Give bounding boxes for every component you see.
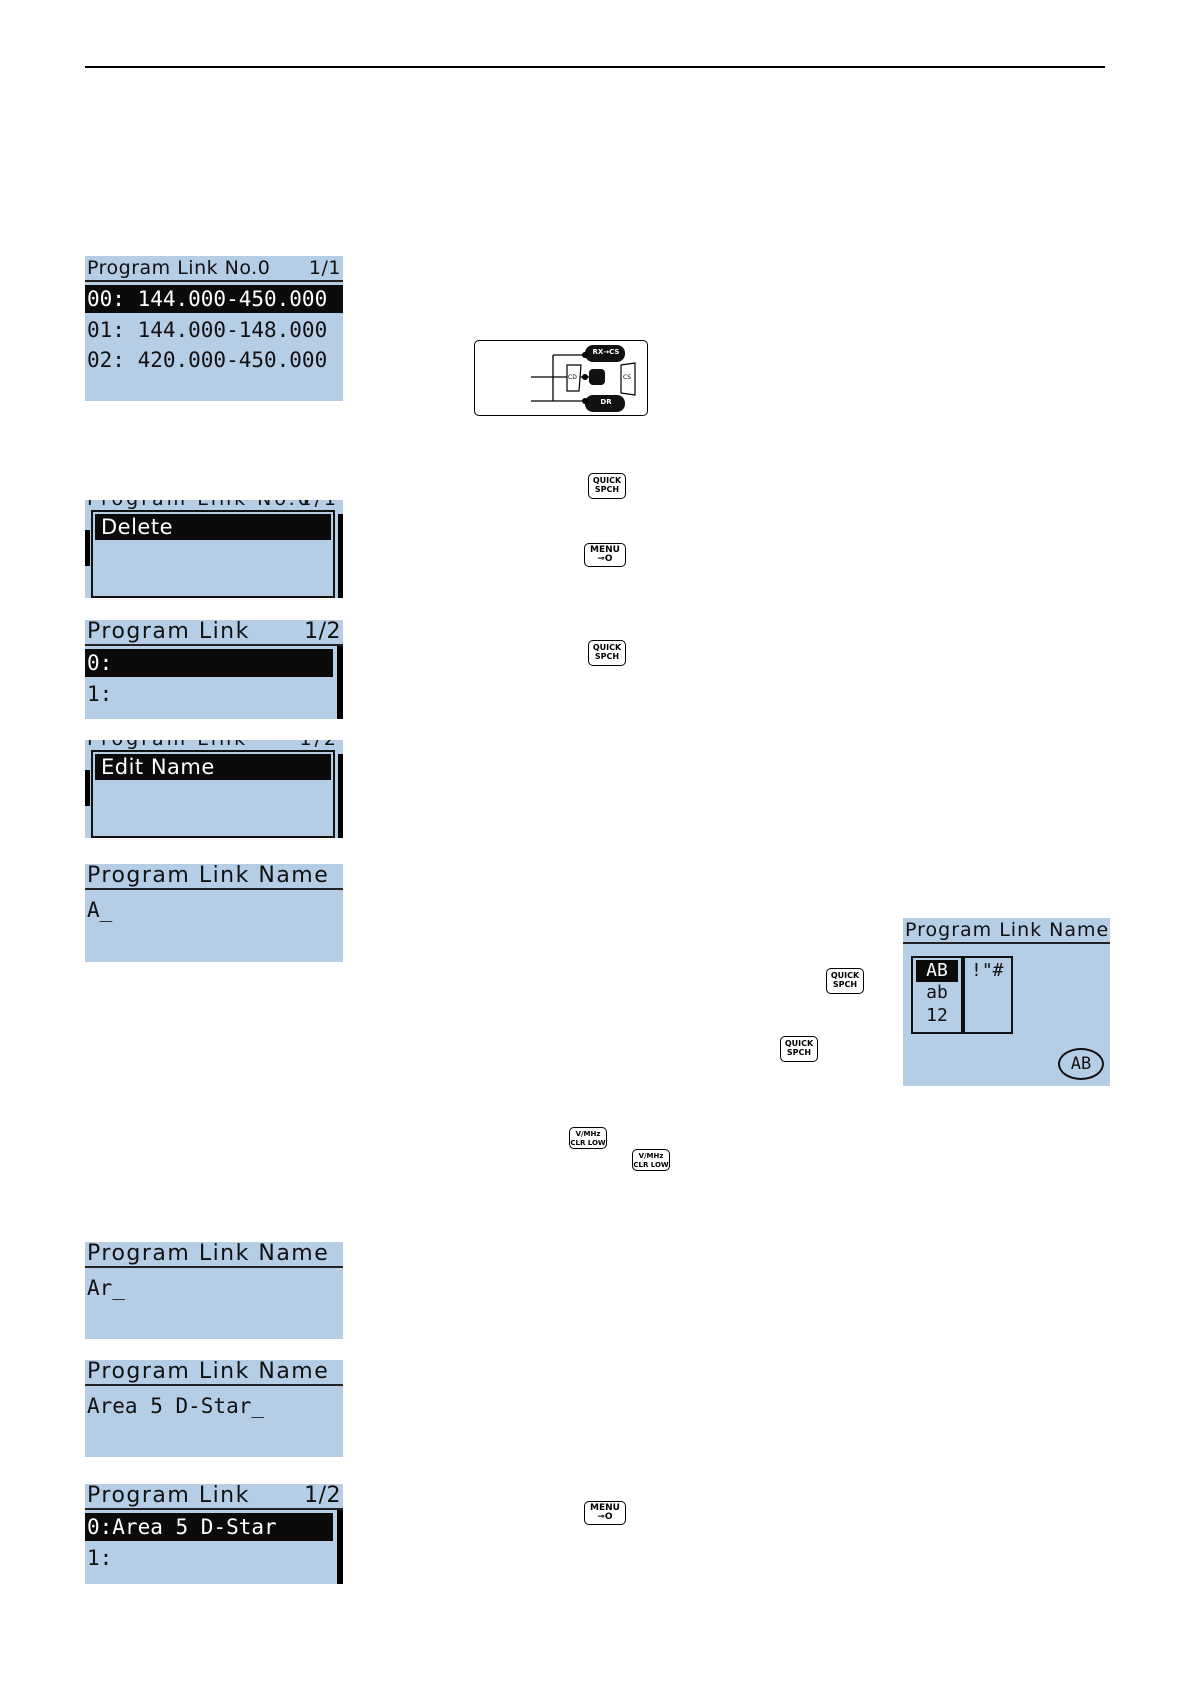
screen-title: Program Link Name <box>87 1242 330 1266</box>
text-cursor: _ <box>251 1394 265 1418</box>
list-item[interactable]: 00: 144.000-450.000 <box>85 285 343 313</box>
scrollbar[interactable] <box>337 646 343 719</box>
screen-title: Program Link Name <box>87 1360 330 1384</box>
lcd-name-entry-full: Program Link Name Area 5 D-Star_ <box>85 1360 343 1457</box>
lcd-name-entry-a: Program Link Name A_ <box>85 864 343 962</box>
list-item[interactable]: 0:Area 5 D-Star <box>85 1513 333 1541</box>
picker-option-lowercase[interactable]: ab <box>926 982 948 1003</box>
page-indicator: 1/1 <box>308 257 341 279</box>
popup-menu: Delete <box>91 510 335 598</box>
picker-option-symbols[interactable]: !"# <box>971 960 1004 981</box>
menu-item-edit-name[interactable]: Edit Name <box>95 754 331 780</box>
lcd-program-link: Program Link 1/2 0: 1: <box>85 620 343 719</box>
list-item[interactable]: 0: <box>85 649 333 677</box>
screen-title: Program Link Name <box>87 864 330 888</box>
scrollbar[interactable] <box>337 1510 343 1584</box>
lcd-header: Program Link Name <box>85 864 343 890</box>
joystick-left-label[interactable]: CD <box>568 374 577 381</box>
joystick-right-label[interactable]: CS <box>623 374 631 381</box>
list-item[interactable]: 1: <box>87 682 113 706</box>
screen-title: Program Link <box>87 1484 250 1508</box>
header-rule <box>85 66 1105 68</box>
joystick-svg <box>531 345 636 412</box>
scrollbar <box>338 514 343 598</box>
text-cursor: _ <box>99 898 113 922</box>
menu-key[interactable]: MENU⊸O <box>584 1501 626 1525</box>
joystick-diagram: RX→CS DR CD CS <box>474 340 648 416</box>
character-type-picker: AB ab 12 !"# <box>911 956 1013 1034</box>
underlying-page: 1/1 <box>299 500 339 510</box>
lcd-edit-name-popup: Program Link 1/2 Edit Name <box>85 740 343 838</box>
scrollbar <box>338 754 343 838</box>
lcd-header: Program Link Name <box>85 1360 343 1386</box>
input-mode-badge: AB <box>1058 1048 1104 1080</box>
list-item[interactable]: 02: 420.000-450.000 <box>87 348 328 372</box>
lcd-header: Program Link No.0 1/1 <box>85 256 343 282</box>
list-item[interactable]: 01: 144.000-148.000 <box>87 318 328 342</box>
lcd-header: Program Link 1/2 <box>85 620 343 646</box>
screen-title: Program Link No.0 <box>87 257 271 279</box>
menu-item-delete[interactable]: Delete <box>95 514 331 540</box>
page-indicator: 1/2 <box>304 1484 341 1508</box>
lcd-name-entry-ar: Program Link Name Ar_ <box>85 1242 343 1339</box>
lcd-delete-popup: Program Link No.0 1/1 Delete <box>85 500 343 598</box>
joystick-down-label[interactable]: DR <box>600 398 612 406</box>
picker-option-uppercase[interactable]: AB <box>916 960 958 982</box>
picker-option-numbers[interactable]: 12 <box>926 1005 948 1026</box>
list-edge <box>85 770 90 806</box>
menu-key[interactable]: MENU⊸O <box>584 543 626 567</box>
underlying-title: Program Link No.0 <box>87 500 313 510</box>
lcd-program-link-saved: Program Link 1/2 0:Area 5 D-Star 1: <box>85 1484 343 1584</box>
popup-menu: Edit Name <box>91 750 335 838</box>
underlying-title: Program Link <box>87 740 248 750</box>
lcd-header: Program Link 1/2 <box>85 1484 343 1510</box>
lcd-header: Program Link Name <box>85 1242 343 1268</box>
lcd-program-link-no: Program Link No.0 1/1 00: 144.000-450.00… <box>85 256 343 401</box>
name-input[interactable]: Area 5 D-Star_ <box>87 1394 265 1418</box>
list-edge <box>85 530 90 566</box>
screen-title: Program Link <box>87 620 250 644</box>
name-input[interactable]: A_ <box>87 898 113 922</box>
underlying-page: 1/2 <box>299 740 339 750</box>
name-input[interactable]: Ar_ <box>87 1276 125 1300</box>
lcd-header: Program Link Name <box>903 918 1110 944</box>
joystick-up-label[interactable]: RX→CS <box>592 348 620 356</box>
lcd-name-picker: Program Link Name AB ab 12 !"# AB <box>903 918 1110 1086</box>
page-indicator: 1/2 <box>304 620 341 644</box>
text-cursor: _ <box>112 1276 125 1300</box>
screen-title: Program Link Name <box>905 919 1110 941</box>
list-item[interactable]: 1: <box>87 1546 113 1570</box>
picker-divider <box>961 958 965 1032</box>
